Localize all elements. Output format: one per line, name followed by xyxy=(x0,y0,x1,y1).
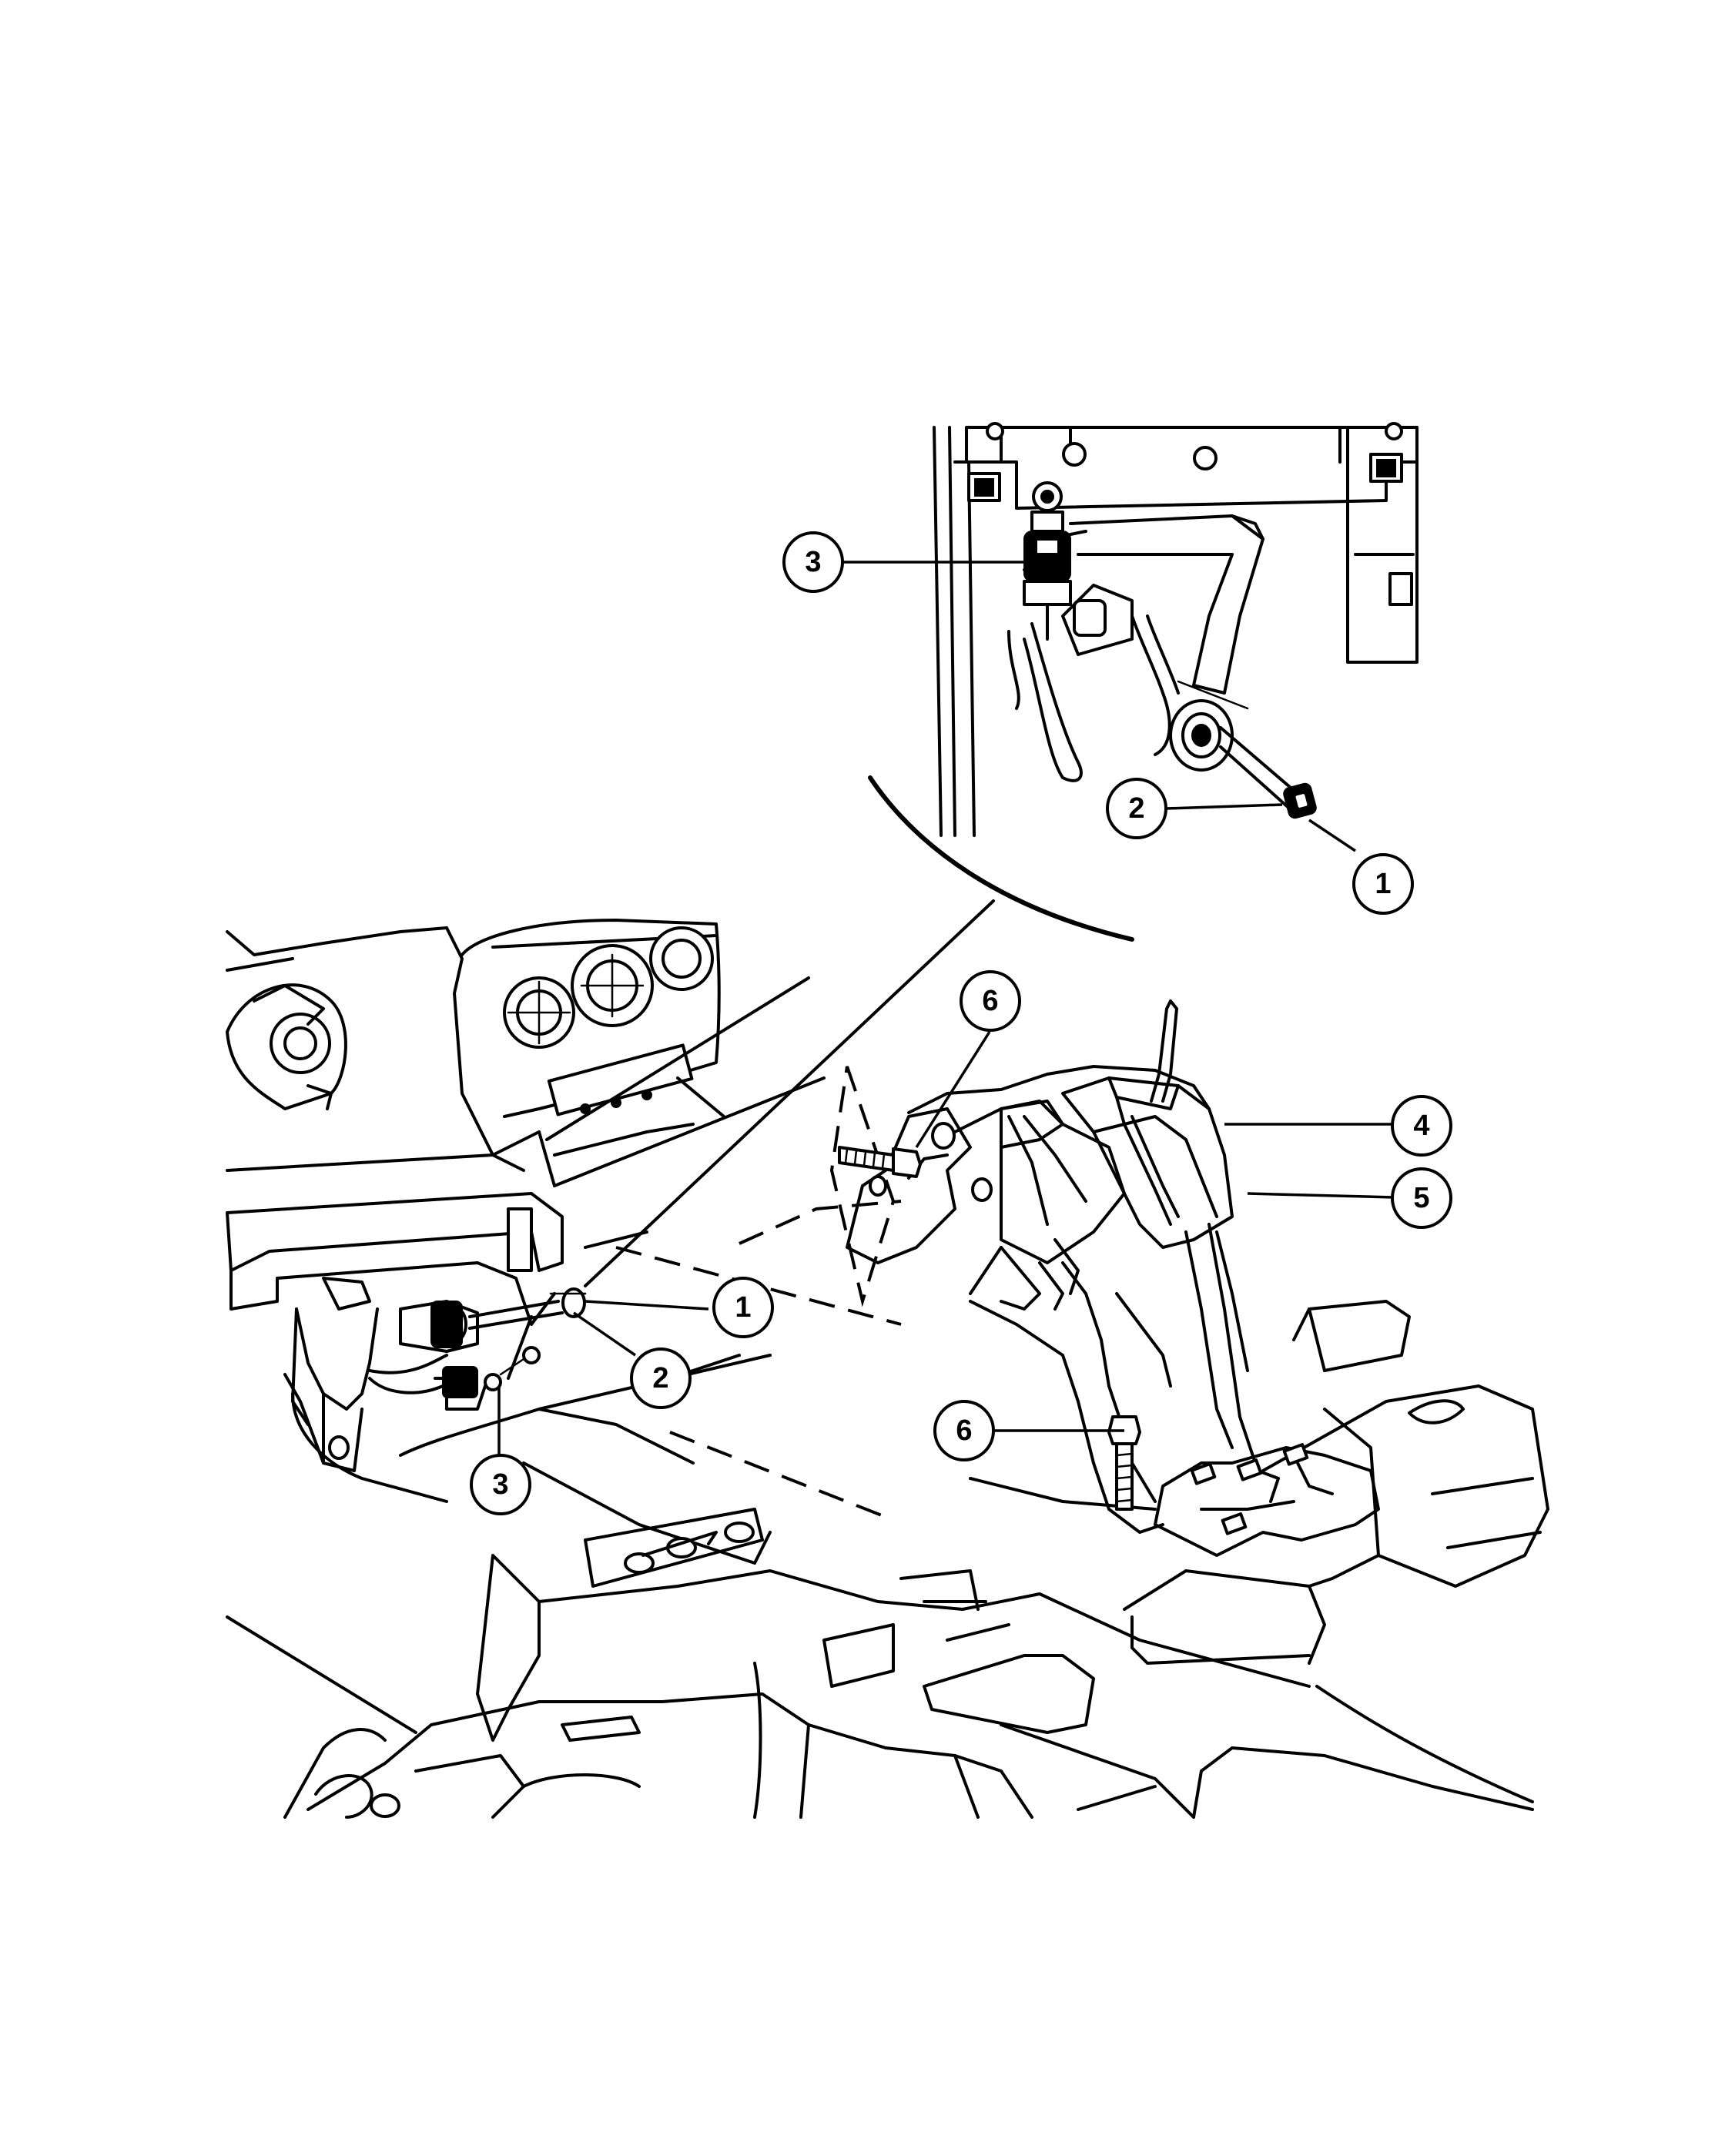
svg-text:3: 3 xyxy=(492,1468,508,1501)
callout-1-inset: 1 xyxy=(1352,853,1414,915)
pedal-bracket-assembly xyxy=(829,999,1395,1557)
callout-2-main: 2 xyxy=(630,1348,692,1409)
callout-1-main: 1 xyxy=(712,1277,774,1338)
svg-text:4: 4 xyxy=(1413,1110,1429,1142)
dashboard xyxy=(226,919,826,1472)
svg-text:5: 5 xyxy=(1413,1182,1429,1214)
callout-2-inset: 2 xyxy=(1106,778,1167,839)
svg-text:6: 6 xyxy=(956,1414,972,1447)
floor-pan xyxy=(226,1200,1549,1819)
svg-text:2: 2 xyxy=(652,1362,668,1394)
callout-4: 4 xyxy=(1391,1095,1452,1157)
bolt-6-top xyxy=(838,1146,922,1178)
callout-3-inset: 3 xyxy=(782,531,844,593)
svg-text:6: 6 xyxy=(982,985,998,1017)
svg-text:1: 1 xyxy=(735,1291,751,1324)
detail-inset xyxy=(584,422,1419,1287)
callout-6-lower: 6 xyxy=(933,1400,995,1461)
callout-3-main: 3 xyxy=(470,1454,531,1515)
svg-text:1: 1 xyxy=(1375,868,1391,900)
svg-text:2: 2 xyxy=(1128,792,1144,825)
svg-text:3: 3 xyxy=(805,546,821,578)
callout-5: 5 xyxy=(1391,1167,1452,1229)
callout-6-upper: 6 xyxy=(960,970,1021,1032)
